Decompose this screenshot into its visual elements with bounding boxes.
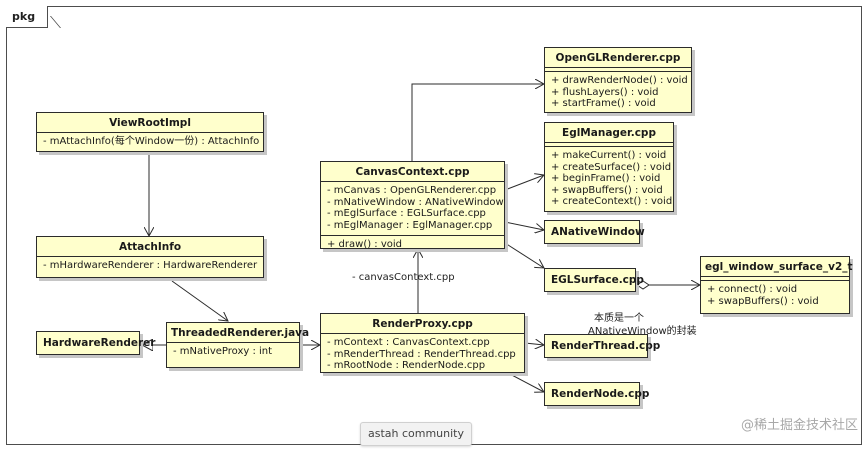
edge-canvas-eglsurface — [504, 242, 544, 268]
class-view-root-impl[interactable]: ViewRootImpl - mAttachInfo(每个Window一份) :… — [36, 112, 264, 152]
edge-attachinfo-threaded — [171, 280, 228, 321]
class-name: RenderThread.cpp — [551, 340, 661, 352]
class-name: OpenGLRenderer.cpp — [555, 52, 681, 64]
operations: + drawRenderNode() : void + flushLayers(… — [545, 71, 691, 114]
class-render-thread[interactable]: RenderThread.cpp — [544, 334, 661, 358]
attribute: - mCanvas : OpenGLRenderer.cpp — [327, 185, 497, 196]
class-hardware-renderer[interactable]: HardwareRenderer — [36, 331, 156, 355]
edge-canvas-eglmanager — [504, 175, 544, 191]
class-attach-info[interactable]: AttachInfo - mHardwareRenderer : Hardwar… — [36, 236, 264, 278]
class-name: EGLSurface.cpp — [551, 274, 644, 286]
attributes — [545, 67, 691, 71]
attribute: - mNativeWindow : ANativeWindow — [327, 196, 504, 208]
edge-canvas-anativewindow — [504, 221, 544, 230]
edge-renderproxy-rendernode — [507, 372, 544, 392]
attribute: - mContext : CanvasContext.cpp — [327, 337, 490, 348]
watermark: @稀土掘金技术社区 — [740, 418, 858, 433]
attributes — [701, 276, 849, 280]
operations: + draw() : void — [321, 235, 504, 255]
operations: + connect() : void + swapBuffers() : voi… — [701, 280, 849, 311]
note-egl-surface-line1: 本质是一个 — [594, 313, 644, 324]
attributes: - mAttachInfo(每个Window一份) : AttachInfo — [37, 132, 263, 152]
role-label-canvas-context: - canvasContext.cpp — [352, 272, 455, 283]
class-egl-manager[interactable]: EglManager.cpp + makeCurrent() : void + … — [544, 122, 674, 212]
attribute: - mRootNode : RenderNode.cpp — [327, 360, 486, 371]
class-name: RenderProxy.cpp — [372, 318, 473, 330]
attribute: - mAttachInfo(每个Window一份) : AttachInfo — [43, 136, 260, 147]
operation: + createContext() : void — [551, 196, 673, 207]
class-opengl-renderer[interactable]: OpenGLRenderer.cpp + drawRenderNode() : … — [544, 47, 692, 113]
edge-canvas-opengl — [411, 84, 544, 161]
class-name: EglManager.cpp — [562, 127, 656, 139]
class-anative-window[interactable]: ANativeWindow — [544, 220, 645, 244]
class-egl-window-surface[interactable]: egl_window_surface_v2_t + connect() : vo… — [700, 256, 853, 314]
class-name: CanvasContext.cpp — [355, 166, 470, 178]
operation: + connect() : void — [707, 284, 798, 295]
class-name: ANativeWindow — [551, 226, 645, 238]
note-egl-surface-line2: ANativeWindow的封装 — [588, 326, 697, 337]
astah-community-badge[interactable]: astah community — [360, 422, 472, 446]
attribute: - mEglManager : EglManager.cpp — [327, 219, 493, 231]
operation: + beginFrame() : void — [551, 173, 661, 184]
class-name: HardwareRenderer — [43, 337, 156, 349]
class-name: ThreadedRenderer.java — [171, 327, 310, 339]
attribute: - mHardwareRenderer : HardwareRenderer — [43, 260, 258, 271]
operation: + flushLayers() : void — [551, 86, 659, 98]
class-name: AttachInfo — [118, 241, 182, 253]
operation: + swapBuffers() : void — [551, 184, 663, 196]
class-threaded-renderer[interactable]: ThreadedRenderer.java - mNativeProxy : i… — [166, 322, 310, 368]
operation: + makeCurrent() : void — [551, 150, 667, 161]
operation: + draw() : void — [327, 239, 403, 250]
class-name: egl_window_surface_v2_t — [705, 261, 853, 273]
class-canvas-context[interactable]: CanvasContext.cpp - mCanvas : OpenGLRend… — [320, 161, 505, 250]
class-render-proxy[interactable]: RenderProxy.cpp - mContext : CanvasConte… — [320, 313, 525, 373]
package-label: pkg — [6, 6, 48, 28]
attributes — [545, 142, 673, 146]
attribute: - mEglSurface : EGLSurface.cpp — [327, 208, 486, 219]
attribute: - mNativeProxy : int — [173, 346, 273, 357]
operation: + createSurface() : void — [551, 161, 672, 173]
operation: + swapBuffers() : void — [707, 295, 819, 307]
attributes: - mCanvas : OpenGLRenderer.cpp - mNative… — [321, 181, 504, 235]
operation: + drawRenderNode() : void — [551, 75, 688, 86]
class-name: RenderNode.cpp — [551, 388, 650, 400]
attributes: - mContext : CanvasContext.cpp - mRender… — [321, 333, 524, 376]
class-egl-surface[interactable]: EGLSurface.cpp — [544, 268, 644, 292]
attributes: - mNativeProxy : int — [167, 342, 299, 362]
operation: + startFrame() : void — [551, 98, 656, 109]
attributes: - mHardwareRenderer : HardwareRenderer — [37, 256, 263, 276]
attribute: - mRenderThread : RenderThread.cpp — [327, 348, 516, 360]
class-name: ViewRootImpl — [109, 117, 191, 129]
edge-renderproxy-renderthread — [524, 343, 544, 345]
class-render-node[interactable]: RenderNode.cpp — [544, 382, 650, 406]
operations: + makeCurrent() : void + createSurface()… — [545, 146, 673, 212]
